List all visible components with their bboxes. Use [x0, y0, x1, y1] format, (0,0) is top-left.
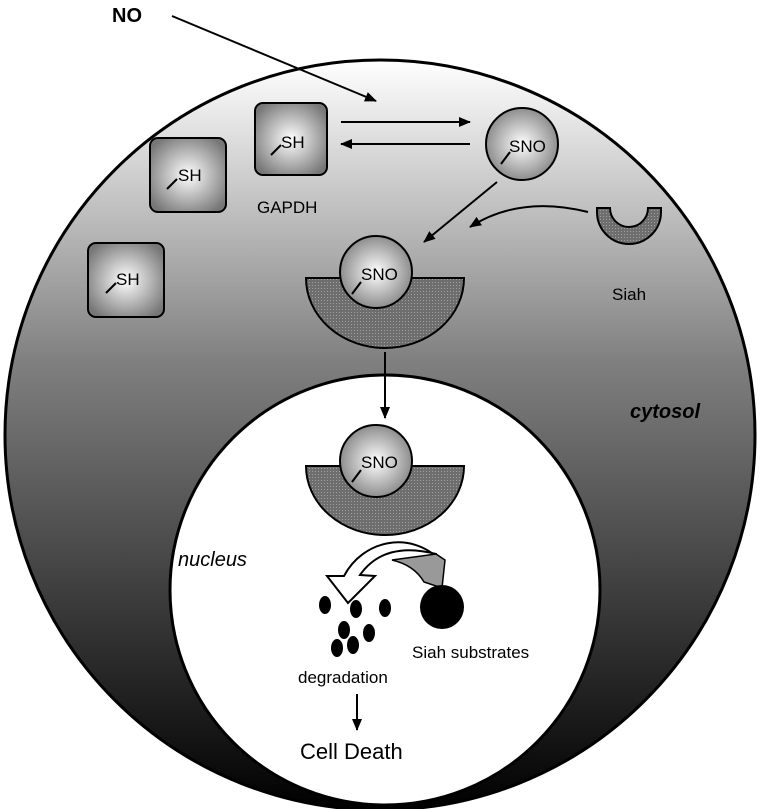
sno-label-2: SNO	[361, 265, 398, 284]
degradation-label: degradation	[298, 668, 388, 687]
nuclear-sno-siah-complex: SNO	[304, 424, 466, 536]
degradation-curved-arrow	[324, 541, 441, 605]
sh-protein-2: SH	[149, 137, 227, 213]
sno-label-3: SNO	[361, 453, 398, 472]
siah-substrates-label: Siah substrates	[412, 643, 529, 662]
sno-to-complex-arrow	[423, 181, 498, 243]
sno-gapdh-protein: SNO	[485, 107, 559, 181]
cytosol-label: cytosol	[630, 401, 700, 423]
gapdh-label: GAPDH	[257, 198, 317, 217]
gapdh-sh-protein: SH	[254, 102, 328, 176]
sh-label-3: SH	[116, 270, 140, 289]
no-entry-arrow	[171, 15, 377, 102]
gapdh-sh-label: SH	[281, 133, 305, 152]
siah-substrate	[420, 585, 464, 629]
sh-protein-3: SH	[87, 242, 165, 318]
sh-label-2: SH	[178, 166, 202, 185]
no-label: NO	[112, 5, 142, 27]
siah-to-complex-arrow	[469, 205, 589, 228]
siah-label: Siah	[612, 285, 646, 304]
degradation-fragments	[319, 596, 391, 657]
nucleus-label: nucleus	[178, 549, 247, 571]
siah-protein	[596, 207, 662, 245]
cell-death-label: Cell Death	[300, 739, 403, 764]
cytosol-sno-siah-complex: SNO	[304, 235, 466, 349]
sno-label-1: SNO	[509, 137, 546, 156]
